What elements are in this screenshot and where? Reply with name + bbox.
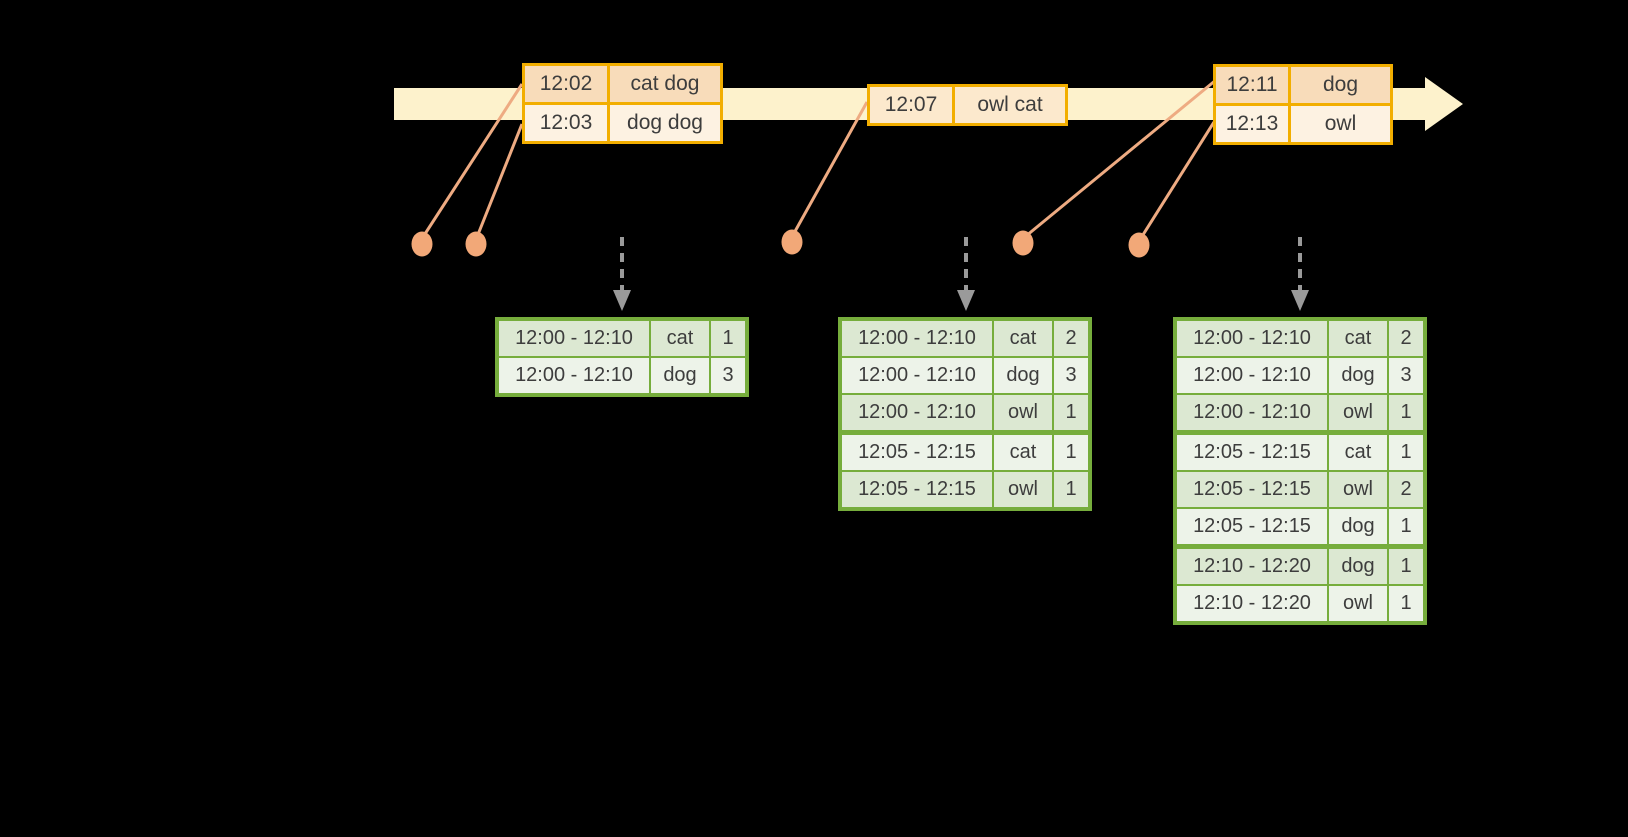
event-dot [411, 231, 433, 257]
event-words: cat dog [610, 66, 720, 102]
result-row: 12:00 - 12:10 cat 2 [1177, 321, 1423, 356]
event-dot [465, 231, 487, 257]
result-window: 12:05 - 12:15 [842, 435, 992, 470]
result-window: 12:10 - 12:20 [1177, 549, 1327, 584]
event-dot [781, 229, 803, 255]
result-table-1: 12:00 - 12:10 cat 1 12:00 - 12:10 dog 3 [495, 317, 749, 397]
result-window: 12:05 - 12:15 [1177, 472, 1327, 507]
result-word: dog [994, 358, 1052, 393]
result-count: 3 [711, 358, 745, 393]
result-count: 2 [1389, 321, 1423, 356]
trigger-arrow-icon [957, 237, 975, 311]
result-window: 12:05 - 12:15 [1177, 435, 1327, 470]
result-table-2: 12:00 - 12:10 cat 2 12:00 - 12:10 dog 3 … [838, 317, 1092, 511]
result-window: 12:00 - 12:10 [842, 358, 992, 393]
event-row: 12:11 dog [1216, 67, 1390, 103]
result-word: dog [1329, 358, 1387, 393]
result-row: 12:05 - 12:15 dog 1 [1177, 509, 1423, 544]
event-time: 12:02 [525, 66, 607, 102]
result-row: 12:10 - 12:20 dog 1 [1177, 549, 1423, 584]
event-connector-line [421, 83, 524, 238]
result-window: 12:00 - 12:10 [499, 321, 649, 356]
result-word: cat [994, 435, 1052, 470]
trigger-arrow-icon [613, 237, 631, 311]
event-row: 12:02 cat dog [525, 66, 720, 102]
event-dot [1012, 230, 1034, 256]
event-words: owl cat [955, 87, 1065, 123]
result-table-3: 12:00 - 12:10 cat 2 12:00 - 12:10 dog 3 … [1173, 317, 1427, 625]
event-words: dog dog [610, 105, 720, 141]
event-row: 12:13 owl [1216, 106, 1390, 142]
result-window: 12:00 - 12:10 [499, 358, 649, 393]
result-count: 3 [1389, 358, 1423, 393]
event-dot [1128, 232, 1150, 258]
result-count: 3 [1054, 358, 1088, 393]
result-word: cat [651, 321, 709, 356]
result-row: 12:00 - 12:10 dog 3 [842, 358, 1088, 393]
timeline-arrowhead-icon [1425, 77, 1463, 131]
event-words: owl [1291, 106, 1390, 142]
event-time: 12:03 [525, 105, 607, 141]
result-word: dog [1329, 509, 1387, 544]
result-count: 2 [1389, 472, 1423, 507]
result-word: owl [1329, 586, 1387, 621]
result-word: cat [1329, 321, 1387, 356]
result-row: 12:10 - 12:20 owl 1 [1177, 586, 1423, 621]
result-window: 12:05 - 12:15 [1177, 509, 1327, 544]
event-table-2: 12:07 owl cat [867, 84, 1068, 126]
trigger-arrow-icon [1291, 237, 1309, 311]
result-word: owl [1329, 472, 1387, 507]
result-count: 1 [1054, 472, 1088, 507]
result-window: 12:00 - 12:10 [1177, 321, 1327, 356]
event-connector-line [1025, 78, 1217, 238]
event-time: 12:07 [870, 87, 952, 123]
result-window: 12:00 - 12:10 [842, 395, 992, 430]
result-window: 12:00 - 12:10 [1177, 395, 1327, 430]
event-row: 12:07 owl cat [870, 87, 1065, 123]
result-row: 12:00 - 12:10 owl 1 [842, 395, 1088, 430]
result-word: dog [651, 358, 709, 393]
event-connector-line [475, 123, 524, 238]
result-row: 12:05 - 12:15 cat 1 [1177, 435, 1423, 470]
result-word: cat [1329, 435, 1387, 470]
result-row: 12:00 - 12:10 cat 1 [499, 321, 745, 356]
result-count: 1 [1054, 435, 1088, 470]
event-time: 12:13 [1216, 106, 1288, 142]
result-word: owl [1329, 395, 1387, 430]
result-window: 12:10 - 12:20 [1177, 586, 1327, 621]
result-window: 12:05 - 12:15 [842, 472, 992, 507]
result-word: dog [1329, 549, 1387, 584]
result-row: 12:00 - 12:10 dog 3 [1177, 358, 1423, 393]
event-table-1: 12:02 cat dog 12:03 dog dog [522, 63, 723, 144]
result-row: 12:05 - 12:15 owl 2 [1177, 472, 1423, 507]
result-word: cat [994, 321, 1052, 356]
event-time: 12:11 [1216, 67, 1288, 103]
result-row: 12:00 - 12:10 dog 3 [499, 358, 745, 393]
result-count: 1 [1389, 435, 1423, 470]
result-count: 2 [1054, 321, 1088, 356]
result-window: 12:00 - 12:10 [842, 321, 992, 356]
event-row: 12:03 dog dog [525, 105, 720, 141]
result-count: 1 [1389, 395, 1423, 430]
result-row: 12:05 - 12:15 owl 1 [842, 472, 1088, 507]
event-table-3: 12:11 dog 12:13 owl [1213, 64, 1393, 145]
result-count: 1 [1389, 509, 1423, 544]
result-word: owl [994, 472, 1052, 507]
result-row: 12:00 - 12:10 cat 2 [842, 321, 1088, 356]
result-row: 12:05 - 12:15 cat 1 [842, 435, 1088, 470]
result-count: 1 [711, 321, 745, 356]
result-word: owl [994, 395, 1052, 430]
result-count: 1 [1389, 549, 1423, 584]
result-window: 12:00 - 12:10 [1177, 358, 1327, 393]
event-connector-line [791, 101, 869, 236]
result-count: 1 [1054, 395, 1088, 430]
event-words: dog [1291, 67, 1390, 103]
result-row: 12:00 - 12:10 owl 1 [1177, 395, 1423, 430]
result-count: 1 [1389, 586, 1423, 621]
event-connector-line [1139, 121, 1216, 239]
